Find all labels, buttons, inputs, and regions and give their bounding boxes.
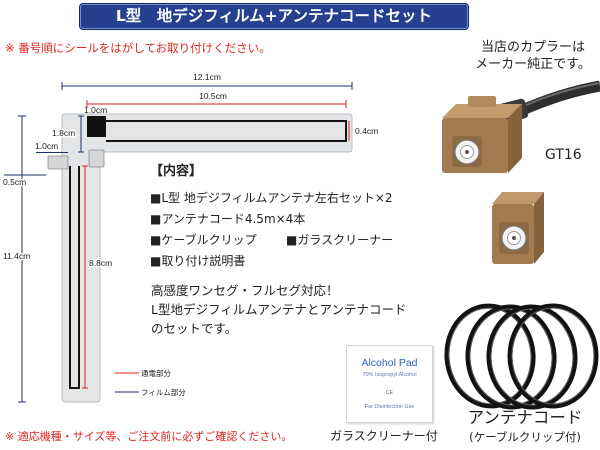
alcohol-pad-photo: Alcohol Pad 70% Isopropyl Alcohol CE For… [346,345,433,423]
dim-label-feed-width: 1.0cm [84,105,107,115]
feed-point-block [87,116,106,137]
cord-coil-highlight [511,307,595,405]
socket-pin [465,150,469,154]
antenna-cord-subtitle: (ケーブルクリップ付) [469,430,581,444]
connector-top-face [442,104,522,118]
cord-coil [486,304,578,410]
cord-coil-highlight [490,308,574,406]
dimension-end-margin: 0.4cm [348,121,378,141]
film-sheet [61,113,353,403]
dim-label-conductor-height: 8.8cm [89,258,112,268]
dim-label-tab-width: 1.0cm [35,141,58,151]
glass-cleaner-caption: ガラスクリーナー付 [330,429,438,443]
socket-pin [512,236,516,240]
dimension-conductor-width: 10.5cm [86,91,347,108]
pad-title: Alcohol Pad [361,357,418,369]
coax-cable-highlight [521,82,600,108]
contents-item: ■ケーブルクリップ [150,233,257,247]
dimension-film-width: 12.1cm [61,72,353,90]
conductor-horizontal-element [106,120,347,142]
conductor-vertical-element [69,166,80,389]
pad-ce-mark: CE [386,390,393,396]
description-line: 高感度ワンセグ・フルセグ対応！ [151,283,339,298]
pad-use: For Disinfection Use [364,404,415,410]
mounting-tab-left [47,155,69,170]
title-banner: L型 地デジフィルム+アンテナコードセット [79,3,469,30]
notice-check-compatibility: ※ 適応機種・サイズ等、ご注文前に必ずご確認ください。 [5,430,293,443]
l-shaped-film-antenna-diagram: 12.1cm 10.5cm 1.0cm 1.8cm 1.0cm [2,72,378,403]
gt16-connector-with-cable [442,80,600,173]
dim-label-end-margin: 0.4cm [355,126,378,136]
description-line: L型地デジフィルムアンテナとアンテナコード [151,302,407,317]
cord-coil [507,303,599,409]
connector-top-face [492,192,544,204]
connector-side-face [534,192,544,264]
dim-label-conductor-width: 10.5cm [199,91,227,101]
page-title: L型 地デジフィルム+アンテナコードセット [115,7,433,25]
coupler-note: 当店のカプラーは メーカー純正です。 [468,39,598,73]
pad-spec: 70% Isopropyl Alcohol [362,372,417,378]
dim-label-tab-height: 0.5cm [3,177,26,187]
legend-label-conductive: 通電部分 [141,368,171,378]
contents-item: ■ガラスクリーナー [286,233,394,247]
cord-coil [465,304,557,410]
contents-heading: 【内容】 [150,164,203,179]
diagram-legend: 通電部分 フィルム部分 [115,368,186,397]
contents-item: ■取り付け説明書 [150,254,246,268]
antenna-cord-coils [444,303,599,410]
antenna-cord-title: アンテナコード [467,408,583,427]
contents-item: ■L型 地デジフィルムアンテナ左右セット×2 [150,191,393,205]
coax-cable [517,80,600,117]
dimension-conductor-height: 8.8cm [82,165,114,389]
contents-item: ■アンテナコード4.5m×4本 [150,212,306,226]
description-line: のセットです。 [151,321,238,336]
connector-side-face [508,104,522,173]
dim-label-film-height: 11.4cm [3,251,30,261]
dim-label-feed-height: 1.8cm [52,128,75,138]
notice-peel-order: ※ 番号順にシールをはがしてお取り付けください。 [5,41,271,55]
gt16-connector-front-view [492,192,544,264]
connector-latch [468,96,496,107]
dimension-feed-height: 1.8cm [51,115,84,153]
mounting-tab-right [88,149,105,168]
connector-type-label: GT16 [545,147,582,163]
coupler-note-line-2: メーカー純正です。 [475,57,591,72]
coupler-note-line-1: 当店のカプラーは [480,40,585,55]
dim-label-film-width: 12.1cm [193,72,221,82]
dimension-tab-width: 1.0cm [35,141,68,153]
legend-label-film: フィルム部分 [141,387,186,397]
dimension-film-height: 11.4cm [2,115,32,403]
